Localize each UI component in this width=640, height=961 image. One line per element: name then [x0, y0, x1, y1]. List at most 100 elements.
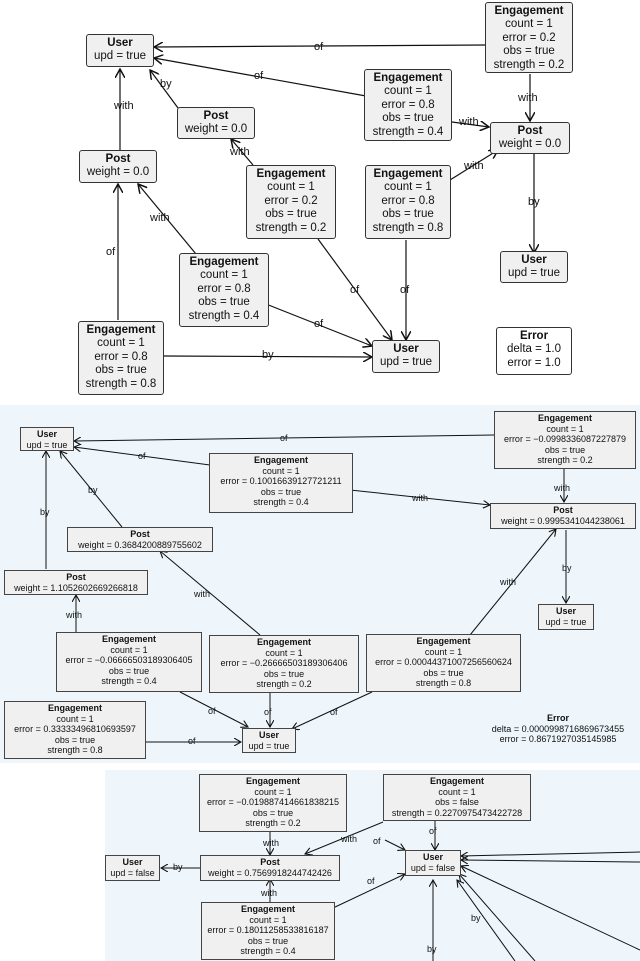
- edge-of: [384, 839, 405, 850]
- user-node: User upd = true: [500, 251, 568, 283]
- edge-label: of: [373, 836, 381, 846]
- error-summary: Error delta = 1.0 error = 1.0: [496, 327, 572, 375]
- node-attribute: count = 1: [265, 647, 303, 658]
- node-attribute: strength = 0.4: [372, 125, 444, 138]
- edge-label: by: [160, 78, 172, 90]
- node-attribute: weight = 0.0: [184, 123, 248, 136]
- node-attribute: error = 0.8671927035145985: [499, 734, 617, 745]
- edge-label: of: [314, 41, 324, 53]
- edge-label: with: [263, 838, 280, 848]
- node-attribute: strength = 0.4: [240, 946, 296, 957]
- edge-with: [469, 529, 556, 636]
- node-attribute: strength = 0.8: [415, 678, 472, 689]
- node-title: Engagement: [86, 324, 156, 336]
- post-node: Post weight = 0.0: [177, 107, 255, 139]
- edge-of: [461, 866, 640, 951]
- engagement-node: Engagement count = 1 error = −0.01988741…: [199, 774, 347, 832]
- engagement-node: Engagement count = 1 error = −0.09983360…: [494, 411, 636, 469]
- edge-label: by: [528, 196, 540, 208]
- edge-label: by: [471, 913, 481, 923]
- node-attribute: count = 1: [56, 713, 94, 724]
- edge-label: of: [350, 284, 360, 296]
- node-attribute: weight = 1.1052602669266818: [14, 582, 138, 593]
- post-node: Post weight = 0.0: [490, 122, 570, 154]
- edge-label: with: [66, 610, 83, 620]
- edge-label: of: [208, 706, 216, 716]
- edge-label: of: [330, 707, 338, 717]
- edge-label: by: [562, 563, 572, 573]
- node-attribute: count = 1: [546, 423, 584, 434]
- edge-label: of: [314, 318, 324, 330]
- node-title: Engagement: [101, 634, 156, 644]
- edge-label: by: [40, 507, 50, 517]
- node-attribute: count = 1: [384, 181, 432, 194]
- user-node: User upd = true: [20, 427, 74, 451]
- node-attribute: strength = 0.8: [372, 221, 444, 234]
- edge-of: [74, 447, 211, 466]
- node-attribute: obs = true: [263, 668, 305, 679]
- node-attribute: error = 0.2: [502, 31, 556, 44]
- panel-3-edges: [105, 820, 640, 961]
- node-title: User: [393, 343, 419, 355]
- edge-label: with: [150, 212, 170, 224]
- edge-label: of: [429, 826, 437, 836]
- node-attribute: strength = 0.2: [245, 818, 301, 829]
- error-summary: Error delta = 0.0000998716869673455 erro…: [478, 712, 638, 750]
- edge-label: with: [464, 160, 484, 172]
- node-attribute: obs = true: [252, 807, 294, 818]
- node-title: Engagement: [253, 455, 308, 465]
- node-attribute: count = 1: [110, 644, 148, 655]
- node-attribute: upd = true: [379, 356, 433, 369]
- edge-of: [292, 691, 373, 729]
- node-attribute: weight = 0.3684200889755602: [78, 539, 202, 550]
- edge-of: [163, 356, 372, 357]
- node-attribute: error = 0.10016639127721211: [220, 476, 342, 487]
- node-attribute: obs = true: [382, 112, 434, 125]
- node-title: Post: [517, 125, 543, 137]
- post-node: Post weight = 0.0: [79, 150, 157, 183]
- node-title: Engagement: [373, 72, 443, 84]
- node-title: Engagement: [47, 703, 102, 713]
- edge-of: [154, 58, 367, 97]
- post-node: Post weight = 0.7569918244742426: [200, 855, 340, 881]
- engagement-node: Engagement count = 1 obs = false strengt…: [383, 774, 531, 821]
- edge-of: [74, 434, 495, 441]
- node-attribute: delta = 0.0000998716869673455: [491, 723, 625, 734]
- node-title: User: [122, 857, 143, 867]
- edge-by: [457, 880, 516, 961]
- node-attribute: upd = true: [545, 616, 587, 627]
- node-attribute: strength = 0.2270975473422728: [391, 807, 523, 818]
- engagement-node: Engagement count = 1 error = 0.8 obs = t…: [365, 165, 451, 239]
- edge-of: [461, 860, 640, 862]
- node-attribute: obs = true: [260, 486, 302, 497]
- edge-of: [332, 874, 405, 909]
- node-attribute: error = 0.8: [381, 194, 435, 207]
- user-node: User upd = true: [372, 340, 440, 373]
- node-attribute: obs = true: [54, 734, 96, 745]
- edge-of: [265, 303, 372, 346]
- node-attribute: error = 0.8: [94, 350, 148, 363]
- edge-label: by: [88, 485, 98, 495]
- panel-2-edges: [0, 434, 640, 763]
- edge-with: [305, 821, 384, 854]
- edge-with: [451, 122, 489, 127]
- node-attribute: obs = true: [544, 444, 586, 455]
- node-title: Error: [546, 713, 569, 723]
- node-attribute: error = −0.26666503189306406: [220, 658, 348, 669]
- node-attribute: strength = 0.2: [255, 221, 327, 234]
- engagement-node: Engagement count = 1 error = −0.26666503…: [209, 635, 359, 693]
- edge-label: of: [106, 246, 116, 258]
- node-attribute: upd = true: [507, 267, 561, 280]
- node-attribute: count = 1: [200, 269, 248, 282]
- node-attribute: weight = 0.0: [498, 138, 562, 151]
- node-attribute: strength = 0.4: [101, 676, 157, 687]
- edge-of: [154, 45, 487, 47]
- node-attribute: upd = true: [26, 439, 68, 450]
- user-node: User upd = false: [105, 855, 160, 881]
- node-attribute: count = 1: [438, 786, 476, 797]
- node-attribute: delta = 1.0: [506, 343, 562, 356]
- engagement-node: Engagement count = 1 error = 0.100166391…: [209, 453, 353, 513]
- diagram-panel-3: Engagement count = 1 error = −0.01988741…: [105, 770, 640, 961]
- edge-label: of: [254, 70, 264, 82]
- node-attribute: count = 1: [97, 337, 145, 350]
